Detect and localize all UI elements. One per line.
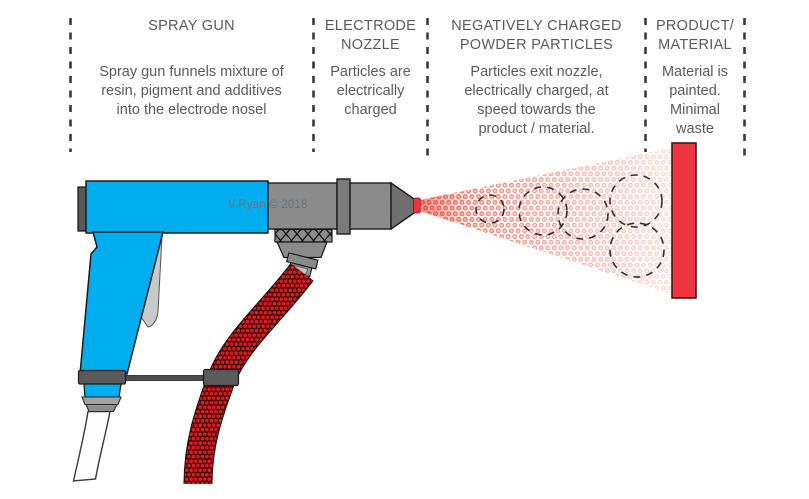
electrode-tip (413, 197, 421, 214)
spray-gun-illustration (72, 178, 421, 485)
section-heading: PRODUCT/ MATERIAL (655, 18, 735, 53)
hose-nut-lower (85, 403, 118, 413)
section-body: Spray gun funnels mixture of resin, pigm… (99, 64, 284, 118)
section-product-material: PRODUCT/ MATERIAL Material is painted. M… (646, 17, 744, 139)
section-heading: ELECTRODE NOZZLE (324, 18, 417, 53)
hose-nut-upper (81, 396, 122, 406)
gun-body (85, 180, 269, 234)
particle-cloud-circles (475, 174, 665, 278)
handle-lower (83, 383, 122, 398)
powder-spray-cone (420, 148, 672, 294)
section-spray-gun: SPRAY GUN Spray gun funnels mixture of r… (70, 17, 313, 120)
section-body: Particles exit nozzle, electrically char… (464, 64, 609, 137)
handle-clamp (77, 369, 127, 385)
section-electrode-nozzle: ELECTRODE NOZZLE Particles are electrica… (313, 17, 428, 120)
cable-fitting (274, 228, 333, 278)
section-heading: SPRAY GUN (148, 18, 235, 34)
air-hose (72, 410, 111, 482)
nozzle-block (349, 182, 392, 230)
section-body: Particles are electrically charged (330, 64, 411, 118)
nozzle-barrel (267, 182, 338, 230)
copyright-watermark: V.Ryan © 2018 (228, 199, 308, 211)
support-rod (122, 375, 206, 381)
section-powder-particles: NEGATIVELY CHARGED POWDER PARTICLES Part… (428, 17, 645, 139)
section-heading: NEGATIVELY CHARGED POWDER PARTICLES (451, 18, 622, 53)
cable-clamp (202, 368, 240, 387)
product-panel (671, 142, 697, 299)
section-body: Material is painted. Minimal waste (661, 64, 729, 137)
nozzle-collar (336, 178, 351, 235)
